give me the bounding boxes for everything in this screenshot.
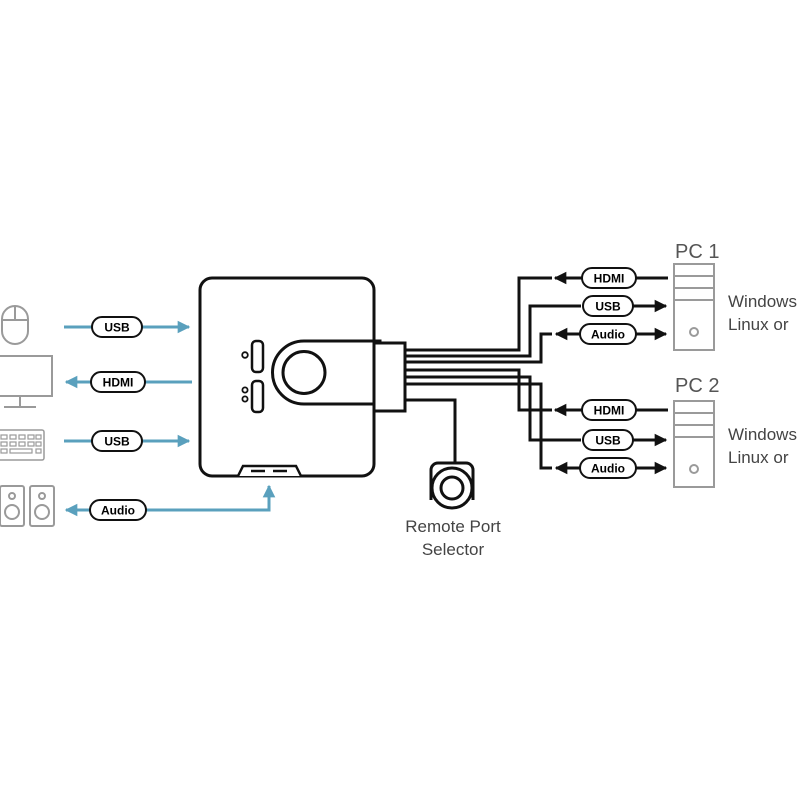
pill-label: Audio: [591, 462, 625, 476]
pc1-title: PC 1: [675, 241, 719, 263]
pc1-os-line1: Windows: [728, 292, 797, 311]
pill-usb-mouse: USB: [91, 316, 143, 338]
pill-hdmi-monitor: HDMI: [90, 371, 146, 393]
port-2-led-icon: [241, 386, 249, 403]
cable-bundle: [405, 276, 581, 470]
pill-label: Audio: [101, 504, 135, 518]
pill-usb-keyboard: USB: [91, 430, 143, 452]
remote-port-button-icon: [281, 350, 327, 395]
monitor-icon: [0, 355, 53, 408]
pill-label: HDMI: [103, 376, 134, 390]
pc2-os-line1: Windows: [728, 425, 797, 444]
pill-hdmi-pc1: HDMI: [581, 267, 637, 289]
bottom-port-icon: [236, 464, 303, 477]
port-1-button: [250, 339, 265, 374]
pill-label: HDMI: [594, 404, 625, 418]
port-2-button: [250, 379, 265, 414]
port-1-led-icon: [241, 351, 249, 359]
kvm-switch-unit: [198, 276, 382, 478]
mouse-icon: [1, 305, 29, 345]
remote-selector-label-line1: Remote Port: [405, 517, 501, 536]
keyboard-icon: [0, 429, 45, 461]
remote-port-selector-icon: [429, 461, 475, 510]
pill-label: HDMI: [594, 272, 625, 286]
pc1-os-line2: Linux or: [728, 315, 789, 334]
pill-label: USB: [595, 434, 621, 448]
pill-label: USB: [104, 321, 130, 335]
pill-audio-speakers: Audio: [89, 499, 147, 521]
pill-label: Audio: [591, 328, 625, 342]
cable-connector-block: [372, 341, 407, 413]
pc2-title: PC 2: [675, 375, 719, 397]
pill-audio-pc1: Audio: [579, 323, 637, 345]
pill-label: USB: [104, 435, 130, 449]
pc1-tower-icon: [673, 263, 715, 351]
pill-hdmi-pc2: HDMI: [581, 399, 637, 421]
pill-usb-pc1: USB: [582, 295, 634, 317]
speakers-icon: [0, 485, 55, 527]
pill-usb-pc2: USB: [582, 429, 634, 451]
pill-label: USB: [595, 300, 621, 314]
remote-selector-label-line2: Selector: [422, 540, 485, 559]
pc2-os-line2: Linux or: [728, 448, 789, 467]
pc2-tower-icon: [673, 400, 715, 488]
pill-audio-pc2: Audio: [579, 457, 637, 479]
